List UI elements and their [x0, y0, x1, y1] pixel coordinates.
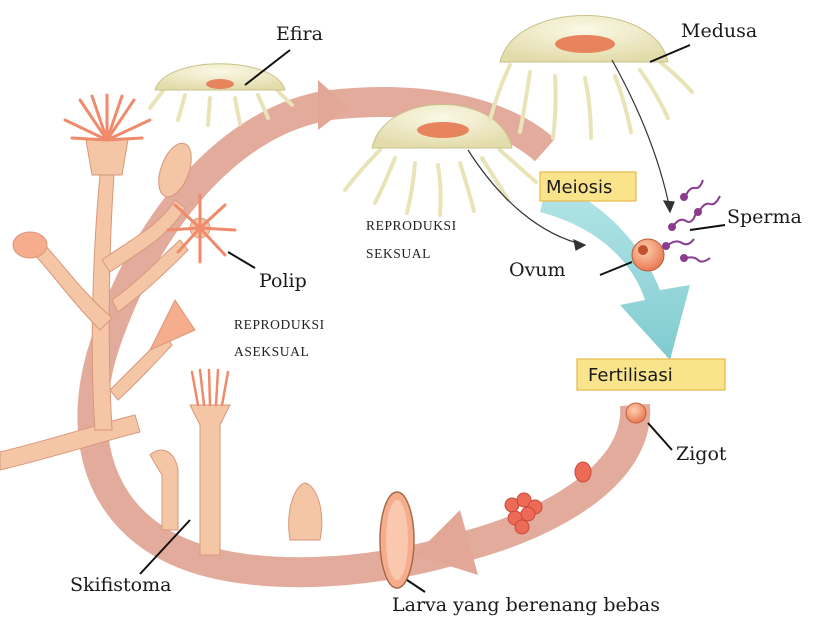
sexual-caption-line2: SEKSUAL	[366, 246, 431, 261]
fertilisasi-label: Fertilisasi	[588, 365, 673, 386]
zygote	[626, 403, 646, 423]
asexual-caption-line1: REPRODUKSI	[234, 317, 325, 332]
skifistoma	[150, 370, 230, 555]
medusa-label: Medusa	[681, 20, 757, 42]
polip-label: Polip	[259, 270, 307, 292]
polyp-head-top	[65, 95, 150, 175]
sperma-label: Sperma	[727, 206, 802, 228]
sexual-caption-line1: REPRODUKSI	[366, 218, 457, 233]
medusa-top	[490, 16, 692, 139]
larva-label: Larva yang berenang bebas	[392, 594, 660, 616]
asexual-caption-line2: ASEKSUAL	[234, 344, 309, 359]
meiosis-label: Meiosis	[546, 177, 612, 198]
zigot-label: Zigot	[676, 443, 727, 465]
skifistoma-label: Skifistoma	[70, 574, 171, 596]
settled-larva	[289, 483, 322, 540]
ovum	[632, 239, 664, 271]
embryo-cleavage	[575, 462, 591, 482]
free-swimming-larva	[380, 492, 414, 588]
ovum-label: Ovum	[509, 259, 566, 281]
efira-label: Efira	[276, 23, 323, 45]
sperm-cells	[663, 180, 720, 262]
